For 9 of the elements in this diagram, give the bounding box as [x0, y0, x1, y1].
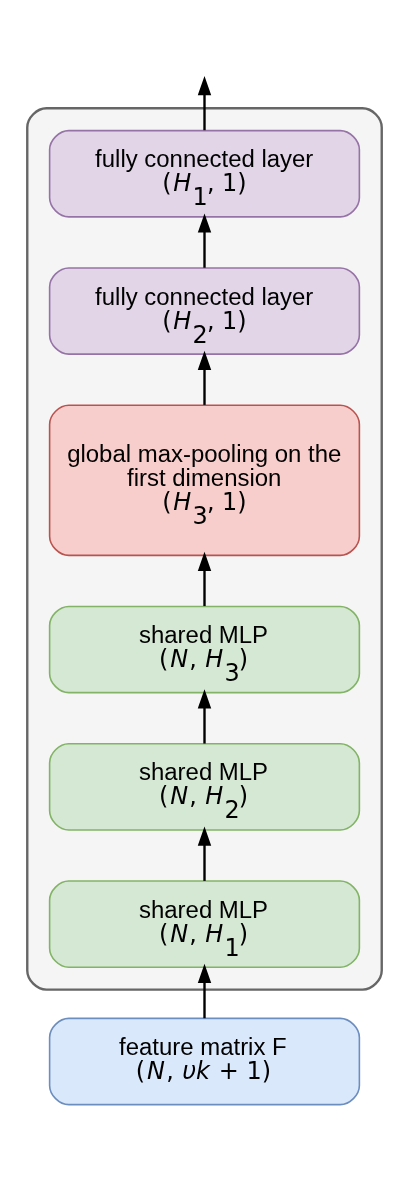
arrow [197, 350, 212, 405]
arrow [197, 688, 212, 744]
arrow [197, 212, 212, 268]
arrow [197, 551, 212, 606]
node-box: feature matrix F (N, υk + 1) [48, 1017, 361, 1105]
cluster [26, 106, 383, 991]
arrow [197, 963, 212, 1018]
arrow [197, 75, 212, 130]
arrow [197, 826, 212, 881]
